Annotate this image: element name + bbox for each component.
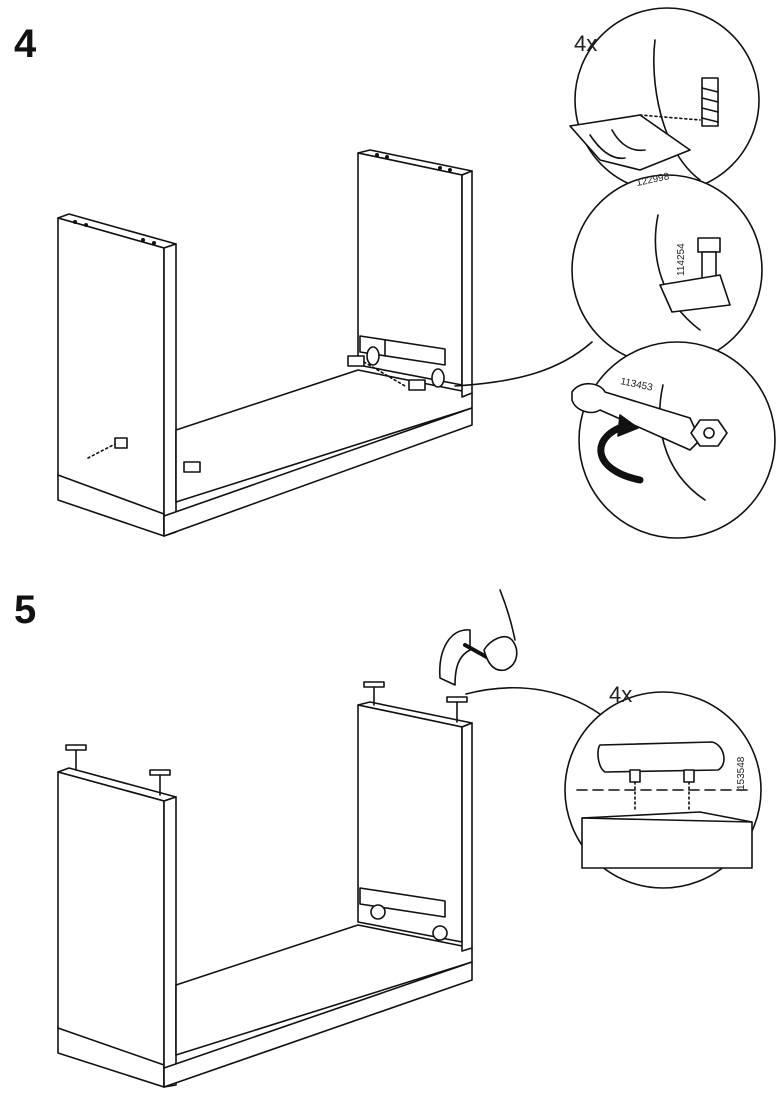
rotation-arrow-icon xyxy=(597,421,644,484)
wrench-icon xyxy=(571,382,701,451)
detail-bolt xyxy=(571,174,763,366)
step4-cabinet xyxy=(57,149,473,537)
plug xyxy=(65,681,468,796)
quantity-label: 4x xyxy=(574,31,597,56)
detail-wrench xyxy=(571,341,776,539)
hammer-icon xyxy=(439,629,494,686)
step-number: 5 xyxy=(14,588,37,632)
step5-cabinet xyxy=(57,681,473,1088)
detail-plug xyxy=(564,691,762,889)
hand-icon xyxy=(483,589,518,672)
cam-fitting xyxy=(114,346,445,473)
step-number: 4 xyxy=(14,22,37,66)
part-code-bolt: 114254 xyxy=(676,243,687,276)
part-code-plug: 153548 xyxy=(736,756,747,790)
quantity-label: 4x xyxy=(609,682,632,707)
detail-insert xyxy=(569,7,760,193)
